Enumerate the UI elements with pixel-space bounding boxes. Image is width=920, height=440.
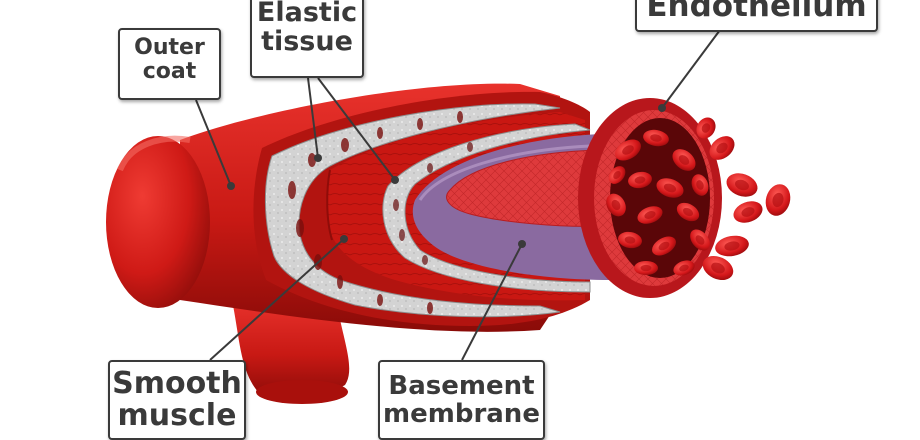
label-elastic-tissue-line1: Elastic [256,0,358,28]
label-outer-coat-line2: coat [142,58,197,84]
red-blood-cell-center [658,241,670,251]
red-blood-cell-center [622,145,634,155]
leader-lines [195,29,721,361]
inner-elastic-ring [382,123,591,293]
red-blood-cell-center [701,123,711,133]
red-blood-cell-center [640,264,652,272]
branch-vessel [232,300,350,404]
leader-endothelium [661,29,721,109]
label-smooth-muscle: Smooth muscle [108,360,246,440]
label-basement-membrane: Basement membrane [378,360,545,440]
label-smooth-muscle-line1: Smooth [112,366,242,401]
label-basement-membrane-line1: Basement [388,371,535,401]
red-blood-cell-center [724,241,740,251]
red-blood-cell-center [682,207,694,217]
label-smooth-muscle-line2: muscle [117,398,237,434]
red-blood-cell-center [634,176,646,184]
leader-elastic-inner [317,77,396,181]
label-elastic-tissue-line2: tissue [261,26,353,58]
label-endothelium-line1: Endothelium [646,0,867,24]
artery-diagram [106,29,791,404]
leader-elastic-outer [307,77,319,159]
red-blood-cell-center [650,134,662,142]
leader-basement-membrane [461,243,523,361]
label-basement-membrane-line2: membrane [383,399,540,430]
red-blood-cell-center [679,264,689,272]
label-outer-coat-line1: Outer [134,35,205,60]
label-elastic-tissue: Elastic tissue [250,0,364,78]
red-blood-cell-center [716,142,728,154]
label-endothelium: Endothelium [635,0,878,32]
red-blood-cell-center [741,207,755,217]
red-blood-cell-center [663,183,677,193]
red-blood-cell-center [611,199,621,211]
red-blood-cell-center [644,211,656,219]
blood-cells [606,117,791,281]
leader-outer-coat [195,99,232,187]
red-blood-cell-center [735,179,749,191]
red-blood-cell-center [711,262,725,274]
red-blood-cell-center [613,171,621,179]
red-blood-cell-center [695,235,705,245]
leader-smooth-muscle [209,238,345,361]
red-blood-cell-center [772,192,784,208]
red-blood-cell-center [696,180,704,190]
red-blood-cell-center [624,236,636,244]
label-outer-coat: Outer coat [118,28,221,100]
red-blood-cell-center [678,155,690,165]
